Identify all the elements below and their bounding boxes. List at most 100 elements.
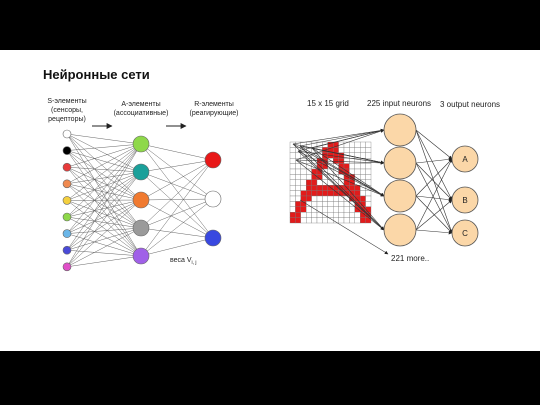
r-element-node (204, 190, 222, 208)
hidden-connection (415, 157, 453, 164)
grid-pixel-off (343, 147, 350, 153)
grid-pixel-off (295, 174, 301, 180)
slide-title: Нейронные сети (43, 67, 150, 82)
connection-line (140, 198, 214, 257)
grid-pixel-on (311, 174, 318, 180)
connection-line (66, 143, 142, 184)
grid-pixel-on (316, 190, 323, 197)
grid-pixel-off (289, 185, 296, 191)
connection-line (66, 199, 142, 267)
grid-pixel-off (295, 179, 301, 186)
connection-line (66, 199, 142, 218)
grid-label: 15 x 15 grid (307, 99, 349, 108)
grid-pixel-off (289, 163, 296, 170)
input-connection (299, 145, 385, 231)
grid-pixel-off (365, 190, 372, 197)
grid-pixel-off (365, 152, 372, 159)
grid-pixel-on (306, 179, 312, 186)
weights-label-main: веса V (170, 257, 192, 264)
grid-pixel-off (306, 217, 312, 224)
grid-pixel-off (360, 152, 366, 159)
grid-pixel-off (349, 217, 355, 224)
grid-pixel-on (365, 206, 372, 213)
letter-recognition-diagram: 15 x 15 grid 225 input neurons 3 output … (289, 99, 500, 263)
grid-pixel-off (349, 141, 355, 148)
grid-pixel-on (295, 217, 301, 224)
grid-pixel-off (354, 147, 361, 153)
connection-line (66, 227, 142, 234)
grid-pixel-off (354, 217, 361, 224)
more-neurons-label: 221 more.. (391, 254, 429, 263)
input-connection (299, 199, 389, 255)
grid-pixel-off (343, 158, 350, 164)
grid-pixel-off (354, 163, 361, 170)
grid-pixel-on (295, 212, 301, 218)
connection-line (66, 199, 142, 251)
grid-pixel-off (354, 168, 361, 175)
a-element-node (132, 191, 150, 209)
grid-pixel-off (322, 201, 328, 207)
grid-pixel-off (338, 179, 345, 186)
hidden-connection (415, 199, 453, 231)
grid-pixel-off (322, 206, 328, 213)
input-connection (292, 128, 385, 145)
grid-pixel-off (316, 201, 323, 207)
s-element-node (62, 229, 72, 238)
connection-line (66, 171, 142, 234)
grid-pixel-off (360, 174, 366, 180)
grid-pixel-off (338, 195, 345, 202)
grid-pixel-off (349, 206, 355, 213)
hidden-connection (415, 158, 453, 197)
input-connection (311, 129, 385, 149)
grid-pixel-off (360, 163, 366, 170)
connection-line (66, 143, 142, 251)
grid-pixel-off (360, 141, 366, 148)
connection-line (140, 237, 214, 257)
grid-pixel-off (343, 206, 350, 213)
grid-pixel-off (306, 174, 312, 180)
grid-pixel-off (295, 163, 301, 170)
neuron-nodes (62, 129, 222, 272)
grid-pixel-on (354, 195, 361, 202)
connection-line (66, 183, 142, 201)
slide: Нейронные сети S-элементы (сенсоры, реце… (0, 50, 540, 351)
grid-pixel-on (322, 190, 328, 197)
connection-line (66, 150, 142, 201)
input-connection (311, 147, 385, 197)
connection-line (66, 227, 142, 251)
diagram-canvas: S-элементы (сенсоры, рецепторы) А-элемен… (47, 98, 500, 272)
grid-pixel-off (354, 141, 361, 148)
connection-line (66, 133, 142, 201)
input-grid (289, 141, 372, 224)
grid-pixel-on (327, 190, 334, 197)
grid-pixel-off (295, 168, 301, 175)
grid-pixel-on (306, 190, 312, 197)
hidden-connection (415, 162, 453, 201)
s-label-line-1: S-элементы (47, 98, 86, 105)
input-connection (297, 150, 385, 165)
connection-line (140, 198, 214, 229)
grid-pixel-off (322, 217, 328, 224)
grid-pixel-off (349, 163, 355, 170)
network-connections (292, 128, 453, 255)
r-element-node (204, 229, 222, 247)
grid-pixel-off (365, 174, 372, 180)
connection-line (66, 143, 142, 168)
connection-line (66, 150, 142, 173)
input-neuron (383, 213, 417, 247)
output-neuron-label: A (462, 155, 468, 164)
weights-label-subscript: i, j (192, 260, 197, 266)
grid-pixel-on (338, 158, 345, 164)
grid-pixel-off (338, 217, 345, 224)
grid-pixel-off (316, 217, 323, 224)
a-label-line-1: А-элементы (121, 101, 160, 108)
grid-pixel-off (333, 206, 339, 213)
grid-pixel-off (360, 190, 366, 197)
input-connection (295, 159, 385, 197)
connection-line (66, 143, 142, 151)
s-element-node (62, 245, 72, 255)
connection-line (140, 143, 214, 161)
output-neuron-label: C (462, 229, 468, 238)
connection-line (66, 166, 142, 173)
input-neuron (383, 113, 417, 147)
